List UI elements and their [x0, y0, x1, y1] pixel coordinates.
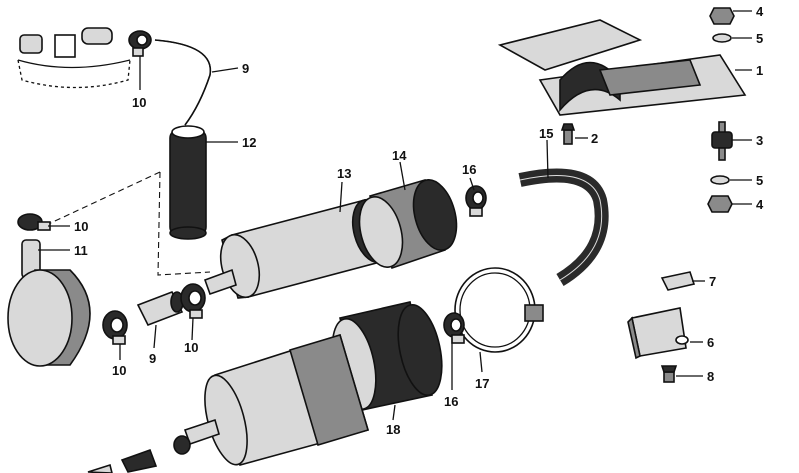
damper-cap	[7, 269, 91, 367]
callout-11: 11	[74, 243, 88, 258]
pump-rubber-sleeve	[358, 179, 458, 270]
callout-3: 3	[756, 133, 763, 148]
washer-lower	[710, 175, 730, 185]
callout-6: 6	[707, 335, 714, 350]
fuel-pump	[203, 198, 393, 299]
callout-4-upper: 4	[756, 4, 764, 19]
callout-5-upper: 5	[756, 31, 763, 46]
callout-7: 7	[709, 274, 716, 289]
bolt-2	[560, 123, 576, 145]
clip-7	[660, 271, 696, 291]
callout-2: 2	[591, 131, 598, 146]
hose-sleeve-short	[136, 290, 184, 327]
callout-5-lower: 5	[756, 173, 763, 188]
pipe-clamp-lower	[443, 312, 465, 344]
filter-rubber-sleeve	[331, 301, 443, 411]
tank-fitting-illustration	[17, 27, 131, 89]
clamp-band	[454, 267, 544, 353]
nut-lower	[707, 195, 733, 213]
rubber-mount	[711, 121, 733, 161]
callout-4-lower: 4	[756, 197, 764, 212]
washer-upper	[712, 33, 732, 43]
callout-10-left: 10	[74, 219, 88, 234]
pipe-clamp-upper	[465, 185, 487, 217]
callout-13: 13	[337, 166, 351, 181]
mounting-bracket	[497, 19, 747, 116]
callout-16-lower: 16	[444, 394, 458, 409]
hose-clamp-top	[128, 30, 152, 57]
callout-8: 8	[707, 369, 714, 384]
hose-clamp-bottom-left	[102, 310, 128, 345]
callout-10-bottom-left: 10	[112, 363, 126, 378]
leader-lines	[38, 10, 752, 421]
fuel-filter	[183, 333, 369, 466]
callout-10-top: 10	[132, 95, 146, 110]
callout-18: 18	[386, 422, 400, 437]
fuel-hose-curved	[518, 168, 609, 287]
nut-upper	[709, 7, 735, 25]
callout-17: 17	[475, 376, 489, 391]
callout-1: 1	[756, 63, 763, 78]
callout-14: 14	[392, 148, 407, 163]
hose-upper	[154, 39, 212, 126]
callout-9-lower: 9	[149, 351, 156, 366]
callout-16-upper: 16	[462, 162, 476, 177]
callout-9-upper: 9	[242, 61, 249, 76]
hose-clamp-bottom-right	[180, 283, 206, 319]
callout-10-bottom-right: 10	[184, 340, 198, 355]
screw-8	[660, 365, 678, 383]
hose-long	[169, 125, 207, 240]
hose-clamp-left	[17, 213, 51, 231]
holder-6	[627, 307, 689, 360]
callout-12: 12	[242, 135, 256, 150]
callout-15: 15	[539, 126, 553, 141]
